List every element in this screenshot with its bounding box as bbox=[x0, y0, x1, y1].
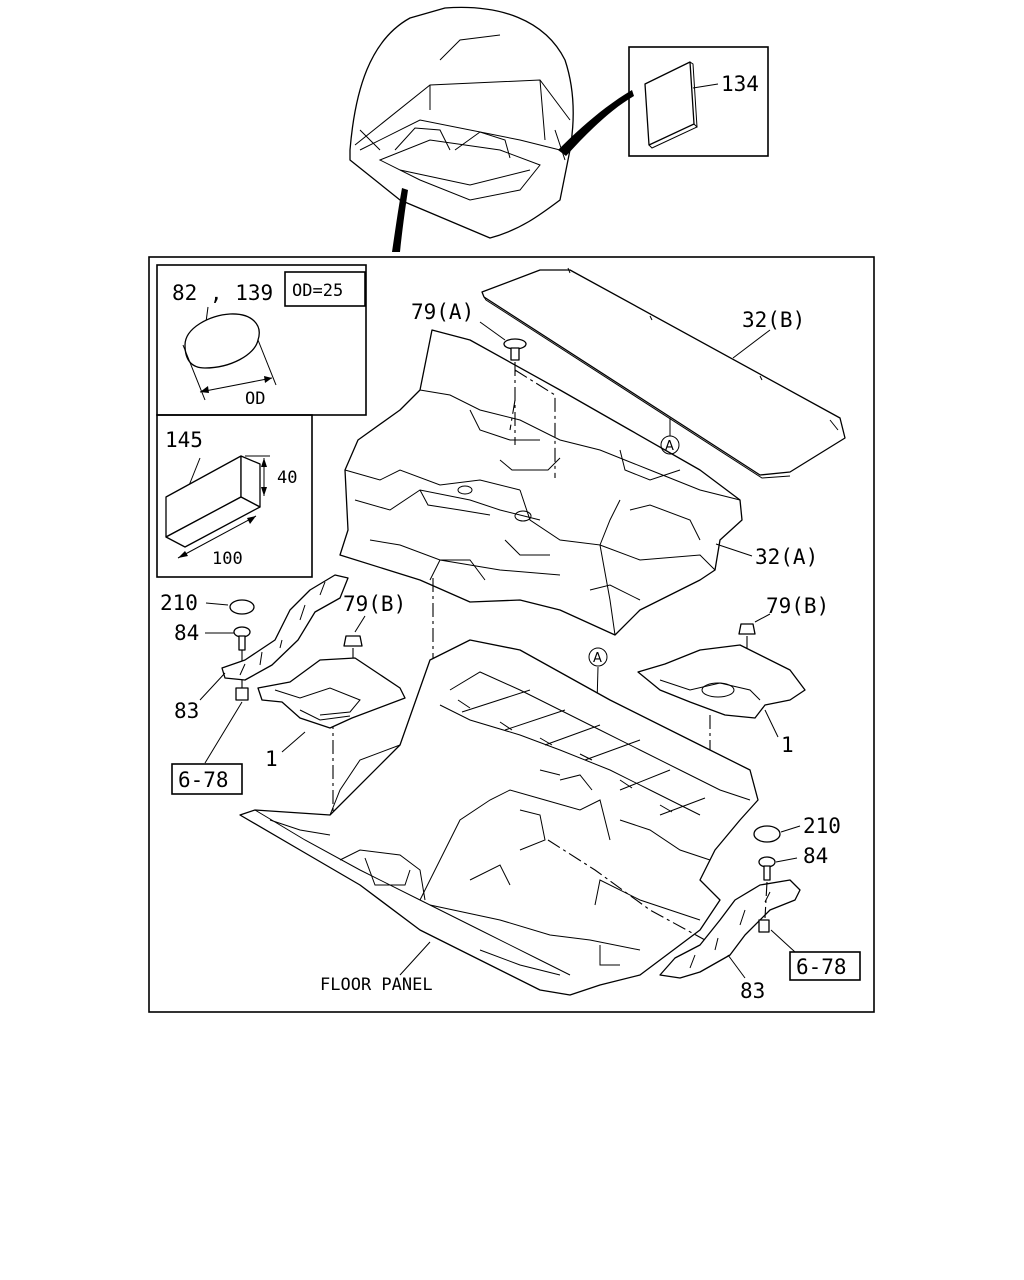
label-32a: 32(A) bbox=[755, 545, 818, 569]
part-1-left: 1 bbox=[257, 657, 406, 771]
main-frame bbox=[148, 256, 875, 1013]
label-od-25: OD=25 bbox=[292, 281, 343, 301]
label-79a: 79(A) bbox=[411, 300, 474, 324]
left-fasteners: 210 84 83 6-78 bbox=[160, 574, 349, 795]
label-32b: 32(B) bbox=[742, 308, 805, 332]
label-circle-a-upper: A bbox=[665, 439, 674, 454]
label-79b-left: 79(B) bbox=[343, 592, 406, 616]
label-210-left: 210 bbox=[160, 591, 198, 615]
label-210-right: 210 bbox=[803, 814, 841, 838]
label-84-right: 84 bbox=[803, 844, 828, 868]
label-145: 145 bbox=[165, 428, 203, 452]
label-79b-right: 79(B) bbox=[766, 594, 829, 618]
part-79b-left: 79(B) bbox=[343, 592, 406, 701]
label-134: 134 bbox=[721, 72, 759, 96]
part-32b-panel: 32(B) bbox=[481, 267, 846, 479]
label-84-left: 84 bbox=[174, 621, 199, 645]
inset-82-139: OD=25 82 , 139 OD bbox=[156, 264, 367, 416]
label-od: OD bbox=[245, 389, 265, 409]
reference-a-upper: A bbox=[660, 418, 680, 455]
floor-panel: FLOOR PANEL bbox=[239, 639, 759, 996]
part-32a-mat: 32(A) bbox=[339, 329, 818, 636]
label-83-right: 83 bbox=[740, 979, 765, 1003]
label-floor-panel: FLOOR PANEL bbox=[320, 975, 433, 995]
right-fasteners: 210 84 6-78 83 bbox=[659, 814, 861, 1003]
part-134-box: 134 bbox=[628, 46, 769, 157]
label-82-139: 82 , 139 bbox=[172, 281, 273, 305]
part-79a-clip: 79(A) bbox=[411, 300, 556, 478]
label-circle-a-lower: A bbox=[593, 651, 602, 666]
label-1-left: 1 bbox=[265, 747, 278, 771]
label-dim-40: 40 bbox=[277, 468, 297, 488]
ref-6-78-right: 6-78 bbox=[796, 955, 847, 979]
inset-145: 145 40 100 bbox=[156, 414, 313, 578]
part-1-right: 1 bbox=[637, 644, 806, 757]
cab-overview-illustration bbox=[349, 6, 634, 252]
label-83-left: 83 bbox=[174, 699, 199, 723]
label-dim-100: 100 bbox=[212, 549, 243, 569]
label-1-right: 1 bbox=[781, 733, 794, 757]
ref-6-78-left: 6-78 bbox=[178, 768, 229, 792]
